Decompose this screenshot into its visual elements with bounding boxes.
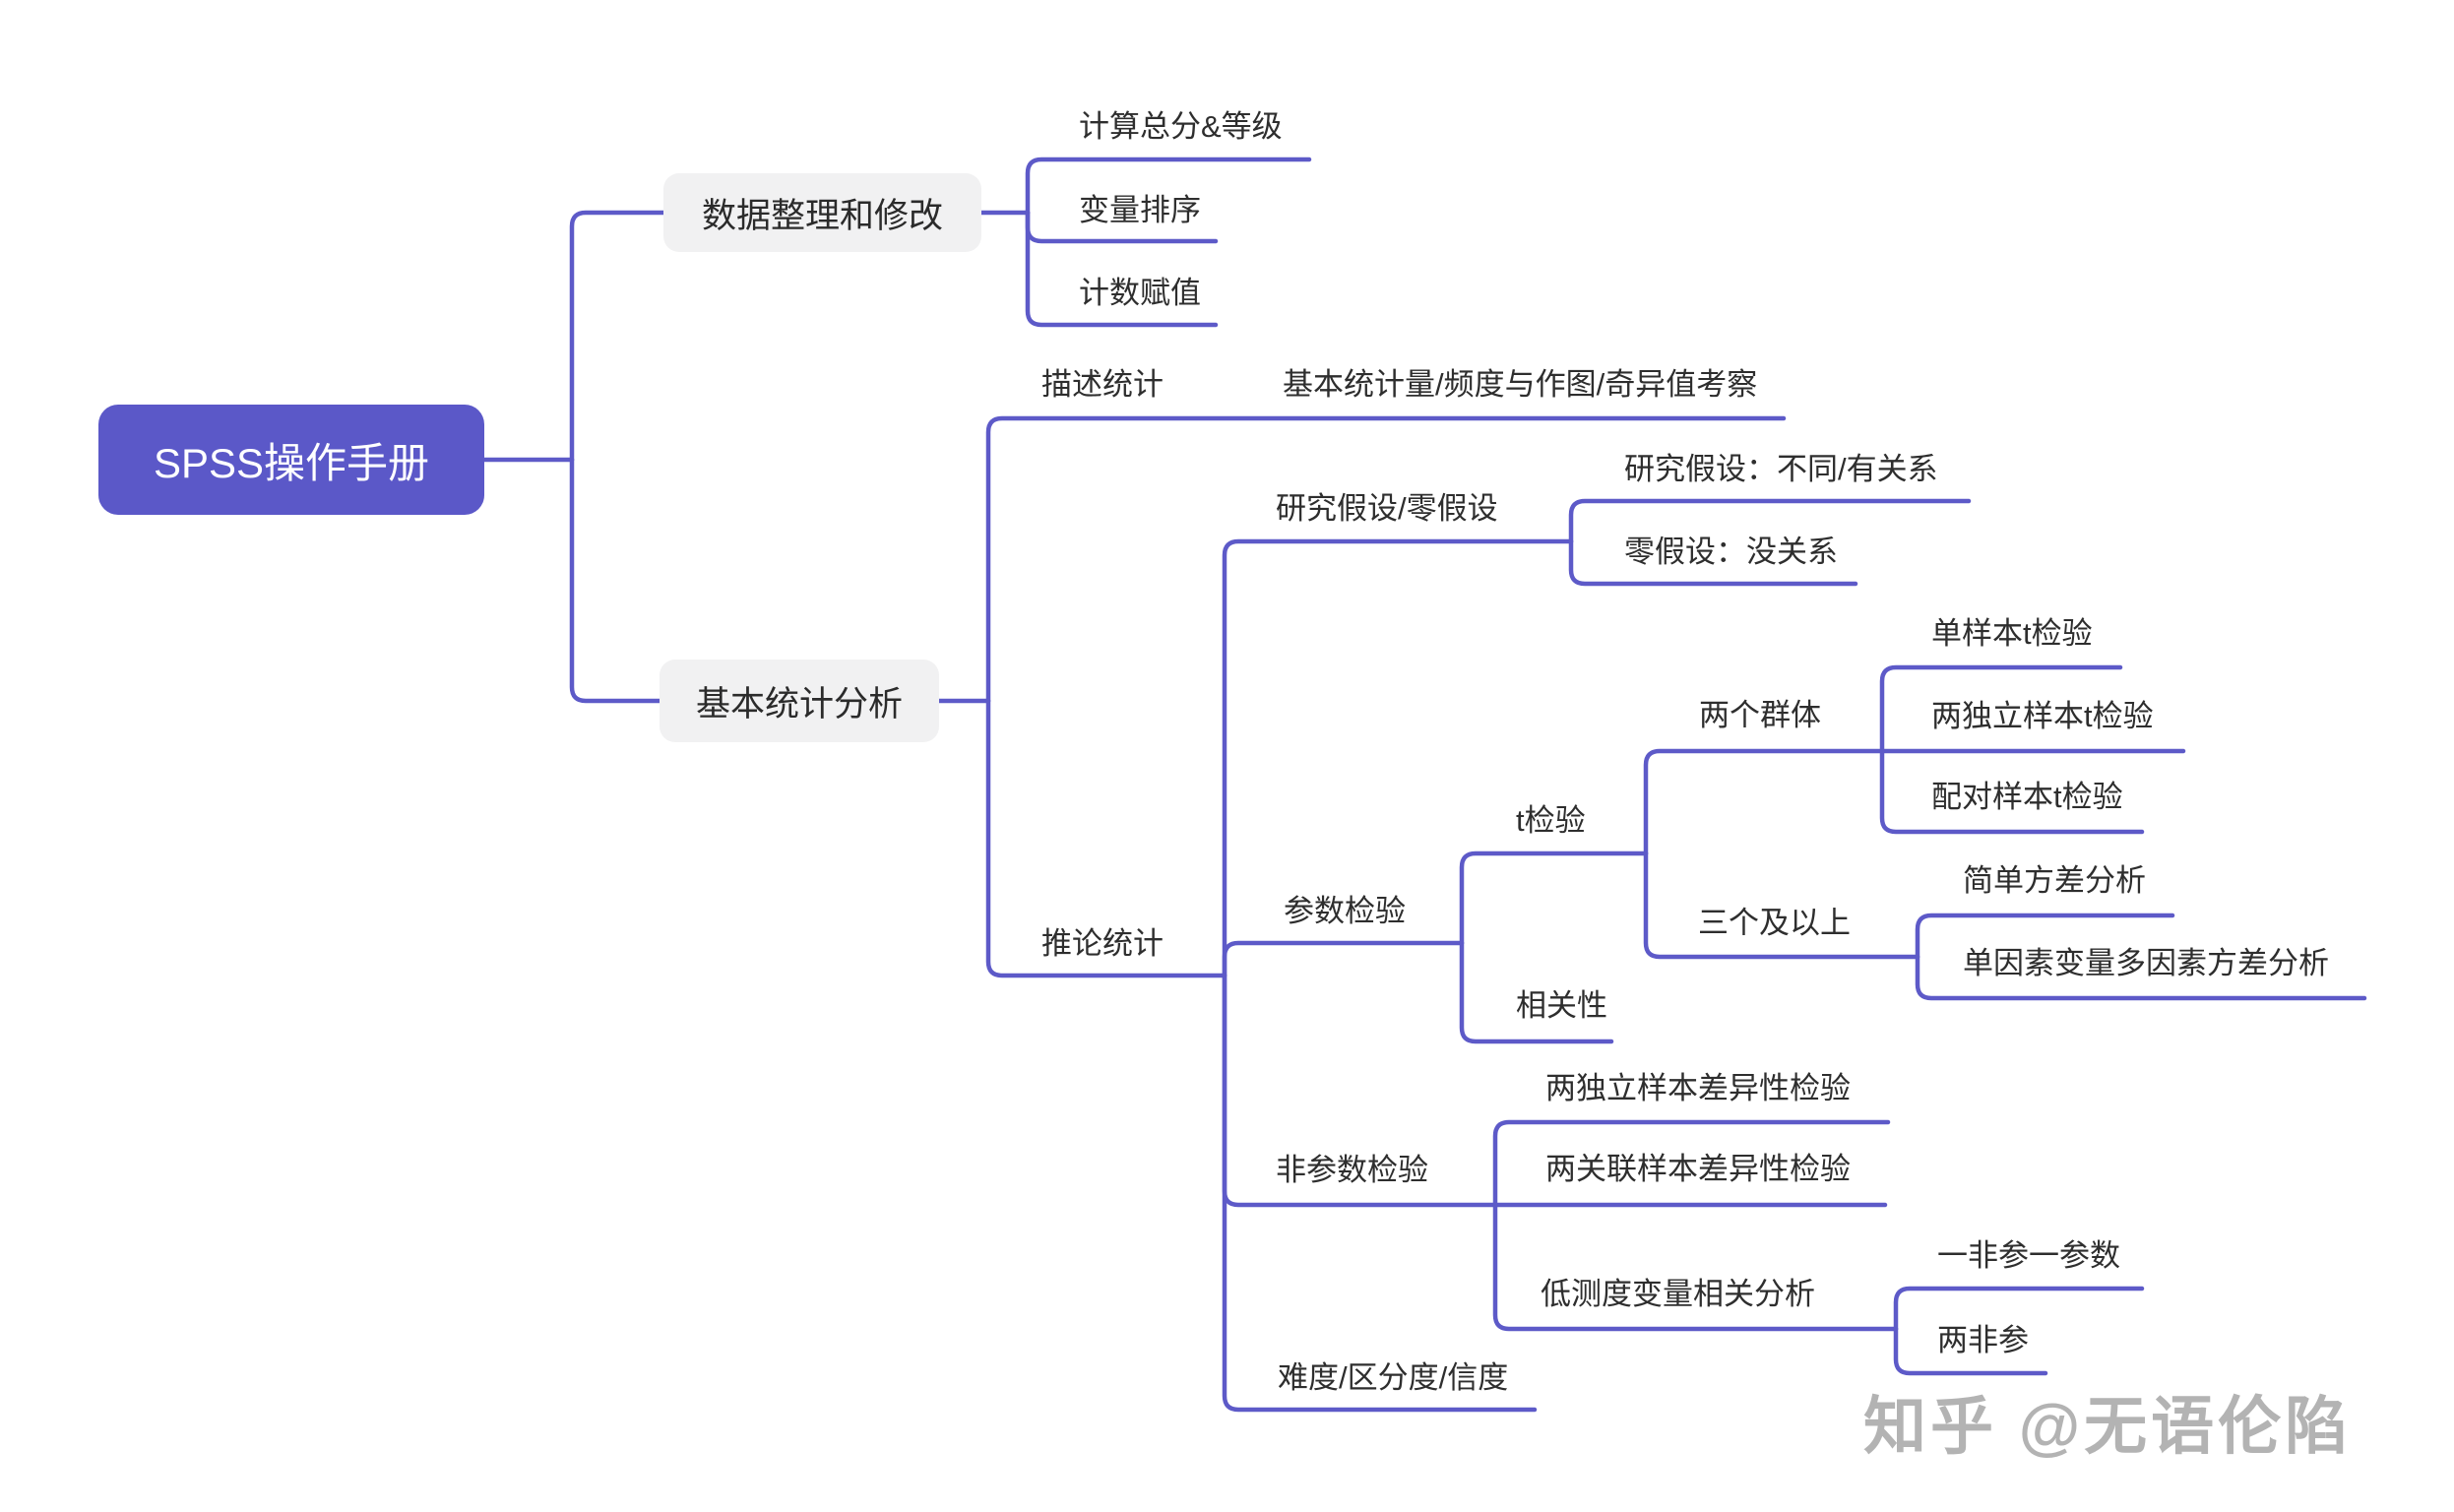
node-low-measure[interactable]: 低测度变量相关分析 xyxy=(1541,1277,1815,1311)
node-multi-anova[interactable]: 单因素变量多因素方差分析 xyxy=(1963,946,2329,980)
node-one-np-one-p[interactable]: 一非参一参数 xyxy=(1937,1238,2120,1273)
connector-nonparametric-two-indep xyxy=(1492,1119,1891,1208)
node-t-test[interactable]: t检验 xyxy=(1516,803,1586,838)
connector-three-plus-multi-anova xyxy=(1915,954,2367,1001)
connector-basic-descriptive xyxy=(985,415,1787,704)
connector-inferential-parametric xyxy=(1222,940,1465,978)
node-difficulty[interactable]: 难度/区分度/信度 xyxy=(1278,1360,1509,1395)
node-calc-total[interactable]: 计算总分&等级 xyxy=(1079,109,1283,144)
node-nonparametric[interactable]: 非参数检验 xyxy=(1276,1153,1428,1187)
node-basic-analysis[interactable]: 基本统计分析 xyxy=(660,660,939,742)
connector-nonparametric-low-measure xyxy=(1492,1202,1899,1332)
node-sort-vars[interactable]: 变量排序 xyxy=(1079,193,1201,227)
node-simple-anova[interactable]: 简单方差分析 xyxy=(1963,863,2146,898)
connector-organize-calc-total xyxy=(1025,157,1312,216)
connector-root-basic xyxy=(569,457,662,704)
connector-parametric-correlation xyxy=(1459,940,1614,1044)
connector-basic-inferential xyxy=(985,698,1227,978)
connector-organize-count-assign xyxy=(1025,210,1219,328)
connector-three-plus-simple-anova xyxy=(1915,913,2175,960)
connector-ttest-two-groups xyxy=(1643,748,2186,856)
node-descriptive[interactable]: 描述统计 xyxy=(1041,367,1164,402)
watermark: 知乎 @无语伦陷 xyxy=(1863,1391,2353,1462)
connector-two-groups-one-sample xyxy=(1879,664,2123,754)
node-two-related-diff[interactable]: 两关联样本差异性检验 xyxy=(1545,1152,1851,1186)
node-null-hyp[interactable]: 零假设：没关系 xyxy=(1624,535,1838,569)
connector-hypothesis-research xyxy=(1568,498,1972,544)
node-three-plus[interactable]: 三个及以上 xyxy=(1698,906,1851,940)
node-count-assign[interactable]: 计数赋值 xyxy=(1079,276,1201,310)
node-two-np[interactable]: 两非参 xyxy=(1937,1323,2029,1357)
node-organize[interactable]: 数据整理和修改 xyxy=(663,173,981,252)
connector-inferential-hypothesis xyxy=(1222,538,1574,978)
connector-parametric-ttest xyxy=(1459,850,1649,946)
connector-inferential-difficulty xyxy=(1222,973,1538,1413)
node-paired-t[interactable]: 配对样本t检验 xyxy=(1931,780,2123,814)
connector-ttest-three-plus xyxy=(1643,850,1920,960)
node-research-hyp[interactable]: 研究假设：不同/有关系 xyxy=(1624,452,1938,486)
node-desc-detail[interactable]: 基本统计量/频度与作图/奇异值考察 xyxy=(1283,367,1758,402)
node-two-groups[interactable]: 两个群体 xyxy=(1699,698,1821,732)
node-parametric[interactable]: 参数检验 xyxy=(1284,894,1406,928)
connector-root-organize xyxy=(569,210,666,463)
connector-hypothesis-null xyxy=(1568,538,1858,587)
node-two-indep-diff[interactable]: 两独立样本差异性检验 xyxy=(1545,1071,1851,1105)
node-hypothesis[interactable]: 研究假设/零假设 xyxy=(1276,491,1498,526)
connector-low-measure-one-np xyxy=(1893,1286,2145,1332)
node-inferential[interactable]: 推论统计 xyxy=(1041,926,1164,961)
connector-two-groups-paired xyxy=(1879,748,2145,835)
node-two-indep-t[interactable]: 两独立样本t检验 xyxy=(1931,699,2154,733)
node-root[interactable]: SPSS操作手册 xyxy=(98,405,484,515)
node-one-sample-t[interactable]: 单样本t检验 xyxy=(1931,616,2093,651)
connector-low-measure-two-np xyxy=(1893,1326,2048,1376)
node-correlation[interactable]: 相关性 xyxy=(1516,988,1607,1023)
